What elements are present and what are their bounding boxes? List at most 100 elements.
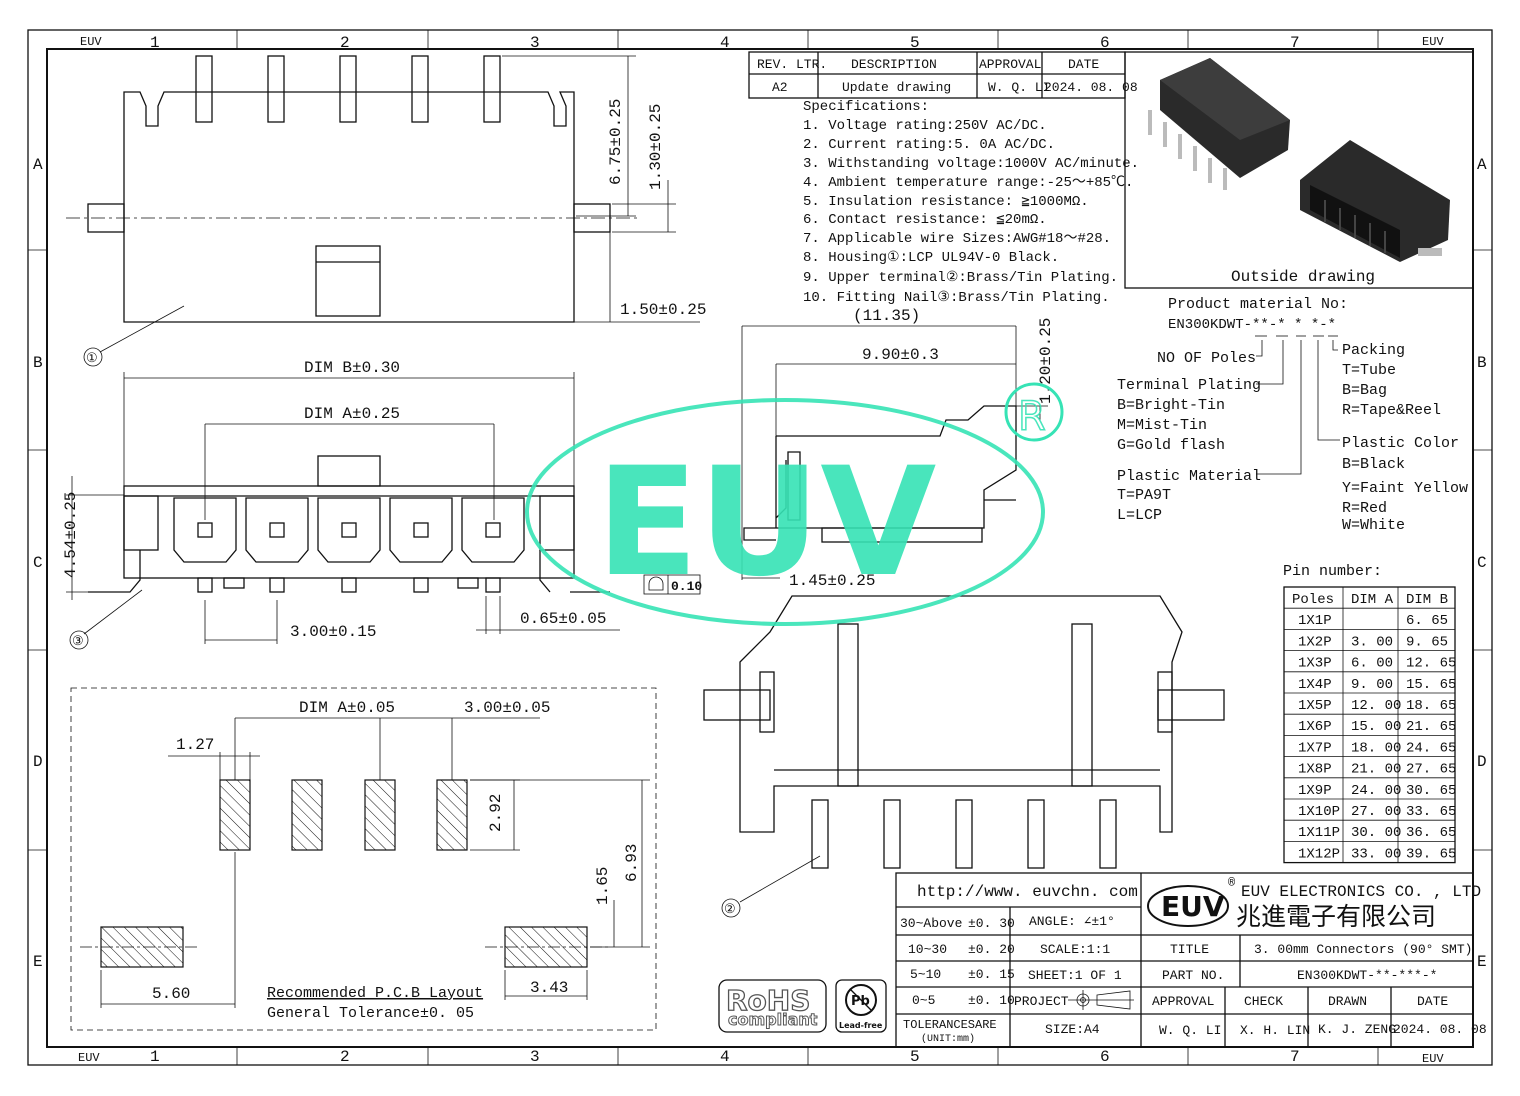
spec-item: 2. Current rating:5. 0A AC/DC. <box>803 137 1055 153</box>
pin-table-cell: 1X10P <box>1298 804 1340 820</box>
rev-header: DATE <box>1068 57 1099 72</box>
side-view <box>741 325 1048 580</box>
pcb-layout: DIM A±0.05 3.00±0.05 1.27 2.92 6.93 1.65… <box>70 687 657 1031</box>
column-label: 3 <box>530 1048 540 1066</box>
corner-label: EUV <box>80 35 102 49</box>
row-label: A <box>1477 156 1487 174</box>
pin-table-cell: 1X7P <box>1298 740 1332 756</box>
packing-label: Packing <box>1342 342 1405 359</box>
row-label: B <box>1477 354 1487 372</box>
dim-4-54: 4.54±0.25 <box>62 492 80 578</box>
terminal-plating-option: B=Bright-Tin <box>1117 397 1225 414</box>
spec-item: 8. Housing①:LCP UL94V-0 Black. <box>803 250 1059 266</box>
website-url[interactable]: http://www. euvchn. com <box>917 883 1138 901</box>
terminal-plating-option: G=Gold flash <box>1117 437 1225 454</box>
sign-value: W. Q. LI <box>1159 1023 1221 1038</box>
pin-table-cell: 33. 65 <box>1406 804 1456 820</box>
corner-label: EUV <box>1422 35 1444 49</box>
sign-value: 2024. 08. 08 <box>1393 1022 1487 1037</box>
dim-1-30: 1.30±0.25 <box>647 104 665 190</box>
dim-6-75: 6.75±0.25 <box>607 99 625 185</box>
rohs-compliant: compliant <box>728 1010 818 1029</box>
pcb-dim-5-60: 5.60 <box>152 985 190 1003</box>
rev-value: A2 <box>772 80 788 95</box>
dim-1-20: 1.20±0.25 <box>1037 318 1055 404</box>
lead-free-badge: Pb Lead-free <box>835 979 887 1033</box>
rev-value: 2024. 08. 08 <box>1044 80 1138 95</box>
part-code: EN300KDWT-**-* * *-* <box>1168 317 1336 333</box>
tolerance-value: ±0. 15 <box>968 967 1015 982</box>
pin-table-cell: 15. 00 <box>1351 719 1401 735</box>
terminal-plating-label: Terminal Plating <box>1117 377 1261 394</box>
callout-1-label: ① <box>86 351 98 366</box>
plastic-material-option: T=PA9T <box>1117 487 1171 504</box>
column-label: 6 <box>1100 1048 1110 1066</box>
pcb-dim-2-92: 2.92 <box>487 794 505 832</box>
callout-1 <box>83 347 103 367</box>
column-label: 6 <box>1100 34 1110 52</box>
specifications: Specifications: 1. Voltage rating:250V A… <box>803 99 1139 306</box>
projection-label: PROJECT <box>1014 994 1069 1009</box>
plastic-color-option: B=Black <box>1342 456 1405 473</box>
pin-table-cell: 24. 00 <box>1351 783 1401 799</box>
watermark-registered: R <box>1018 394 1046 440</box>
row-label: E <box>1477 953 1487 971</box>
dim-11-35: (11.35) <box>853 307 920 325</box>
pin-table-cell: 1X4P <box>1298 677 1332 693</box>
plastic-color-label: Plastic Color <box>1342 435 1459 452</box>
spec-item: 9. Upper terminal②:Brass/Tin Plating. <box>803 270 1118 286</box>
specs-title: Specifications: <box>803 99 929 115</box>
rev-value: W. Q. LI <box>988 80 1050 95</box>
packing-option: T=Tube <box>1342 362 1396 379</box>
connector-photo-2 <box>1300 140 1450 262</box>
column-label: 2 <box>340 1048 350 1066</box>
spec-item: 10. Fitting Nail③:Brass/Tin Plating. <box>803 290 1110 306</box>
pin-table-cell: 9. 65 <box>1406 634 1448 650</box>
pin-table-cell: 15. 65 <box>1406 677 1456 693</box>
sign-value: X. H. LIN <box>1240 1023 1310 1038</box>
pcb-dim-6-93: 6.93 <box>623 844 641 882</box>
column-label: 5 <box>910 1048 920 1066</box>
part-code-legend: Product material No: EN300KDWT-**-* * *-… <box>1117 296 1468 534</box>
row-label: D <box>33 753 43 771</box>
column-label: 4 <box>720 34 730 52</box>
company-name-cn: 兆進電子有限公司 <box>1236 902 1436 931</box>
angle-tolerance: ANGLE: ∠±1° <box>1029 914 1115 929</box>
pcb-tolerance: General Tolerance±0. 05 <box>267 1005 474 1022</box>
dim-3-00: 3.00±0.15 <box>290 623 376 641</box>
row-label: D <box>1477 753 1487 771</box>
tolerance-value: ±0. 20 <box>968 942 1015 957</box>
plastic-color-option: W=White <box>1342 517 1405 534</box>
dim-b: DIM B±0.30 <box>304 359 400 377</box>
pin-table-cell: 12. 65 <box>1406 656 1456 672</box>
pin-table-header: DIM B <box>1406 592 1448 608</box>
pin-table-cell: 1X2P <box>1298 634 1332 650</box>
packing-option: B=Bag <box>1342 382 1387 399</box>
callout-3 <box>69 630 89 650</box>
scale: SCALE:1:1 <box>1040 942 1110 957</box>
pin-table-header: DIM A <box>1351 592 1394 608</box>
pin-table-cell: 18. 65 <box>1406 698 1456 714</box>
pcb-dim-3-43: 3.43 <box>530 979 568 997</box>
tolerance-range: 10~30 <box>908 942 947 957</box>
outside-drawing-label: Outside drawing <box>1231 268 1375 286</box>
pin-table-cell: 1X11P <box>1298 825 1340 841</box>
dim-0-65: 0.65±0.05 <box>520 610 606 628</box>
pin-table-cell: 1X9P <box>1298 783 1332 799</box>
sheet: SHEET:1 OF 1 <box>1028 968 1122 983</box>
tolerance-value: ±0. 10 <box>968 993 1015 1008</box>
sign-value: K. J. ZENG <box>1318 1022 1396 1037</box>
pcb-title: Recommended P.C.B Layout <box>267 985 483 1002</box>
spec-item: 6. Contact resistance: ≦20mΩ. <box>803 212 1047 228</box>
dim-a: DIM A±0.25 <box>304 405 400 423</box>
pin-table-cell: 27. 65 <box>1406 762 1456 778</box>
pin-table-cell: 12. 00 <box>1351 698 1401 714</box>
pb-text: Pb <box>851 994 870 1009</box>
tolerance-value: ±0. 30 <box>968 916 1015 931</box>
registered-mark: ® <box>1228 876 1236 890</box>
pin-table-cell: 1X3P <box>1298 656 1332 672</box>
plastic-color-option: R=Red <box>1342 500 1387 517</box>
spec-item: 5. Insulation resistance: ≧1000MΩ. <box>803 194 1089 210</box>
